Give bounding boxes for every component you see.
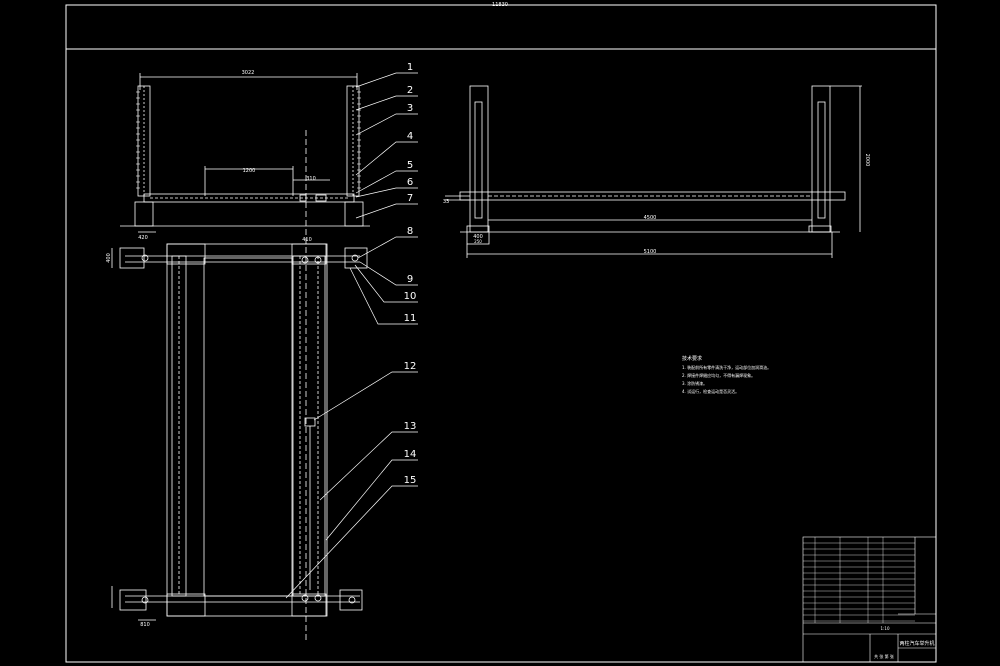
technical-notes: 技术要求 1. 装配前所有零件清洗干净，运动部位加润滑油。 2. 焊接件焊缝应均… <box>682 355 771 394</box>
sheet-top-dimension: 11830 <box>492 2 508 8</box>
title-block <box>802 536 937 663</box>
plan-left-dimension: 400 <box>106 253 112 263</box>
part-number-12: 12 <box>404 361 417 372</box>
part-number-13: 13 <box>404 421 417 432</box>
side-height-dimension: 2000 <box>864 154 870 167</box>
parts-list-rows <box>803 537 915 623</box>
part-number-7: 7 <box>407 193 413 204</box>
side-base-bottom: 250 <box>474 239 482 244</box>
sheet-label: 共 张 第 张 <box>874 653 894 659</box>
part-number-14: 14 <box>404 449 417 460</box>
tech-note-line-4: 4. 试运行，检查运动是否灵活。 <box>682 388 739 394</box>
side-inner-length: 4500 <box>644 215 657 221</box>
part-number-8: 8 <box>407 226 413 237</box>
front-view <box>120 73 370 640</box>
part-number-2: 2 <box>407 85 413 96</box>
front-inner-dimension: 1200 <box>243 168 256 174</box>
part-number-6: 6 <box>407 177 413 188</box>
side-view <box>445 85 862 258</box>
drawing-scale: 1:10 <box>881 626 890 631</box>
part-number-5: 5 <box>407 160 413 171</box>
drawing-title: 两柱汽车举升机 <box>899 640 934 647</box>
side-total-length: 5100 <box>644 249 657 255</box>
part-number-15: 15 <box>404 475 417 486</box>
side-base-top: 400 <box>473 234 483 240</box>
part-number-1: 1 <box>407 62 413 73</box>
plan-bottom-dimension: 810 <box>140 622 150 628</box>
leader-lines <box>285 72 418 599</box>
side-left-dimension: 33 <box>443 199 449 205</box>
tech-note-line-1: 1. 装配前所有零件清洗干净，运动部位加润滑油。 <box>682 364 771 370</box>
front-small-dimension: 310 <box>306 176 316 182</box>
front-width-dimension: 3022 <box>242 70 255 76</box>
part-number-4: 4 <box>407 131 413 142</box>
tech-note-line-3: 3. 涂防锈漆。 <box>682 380 707 386</box>
part-number-3: 3 <box>407 103 413 114</box>
plan-view <box>111 231 368 621</box>
tech-notes-title: 技术要求 <box>682 355 702 362</box>
tech-note-line-2: 2. 焊接件焊缝应均匀，不得有漏焊现象。 <box>682 372 755 378</box>
part-number-11: 11 <box>404 313 417 324</box>
plan-top-right-dimension: 410 <box>302 237 312 243</box>
plan-top-left-dimension: 420 <box>138 235 148 241</box>
sheet-border <box>65 4 937 663</box>
part-number-10: 10 <box>404 291 417 302</box>
column-ticks <box>136 91 361 189</box>
part-number-9: 9 <box>407 274 413 285</box>
